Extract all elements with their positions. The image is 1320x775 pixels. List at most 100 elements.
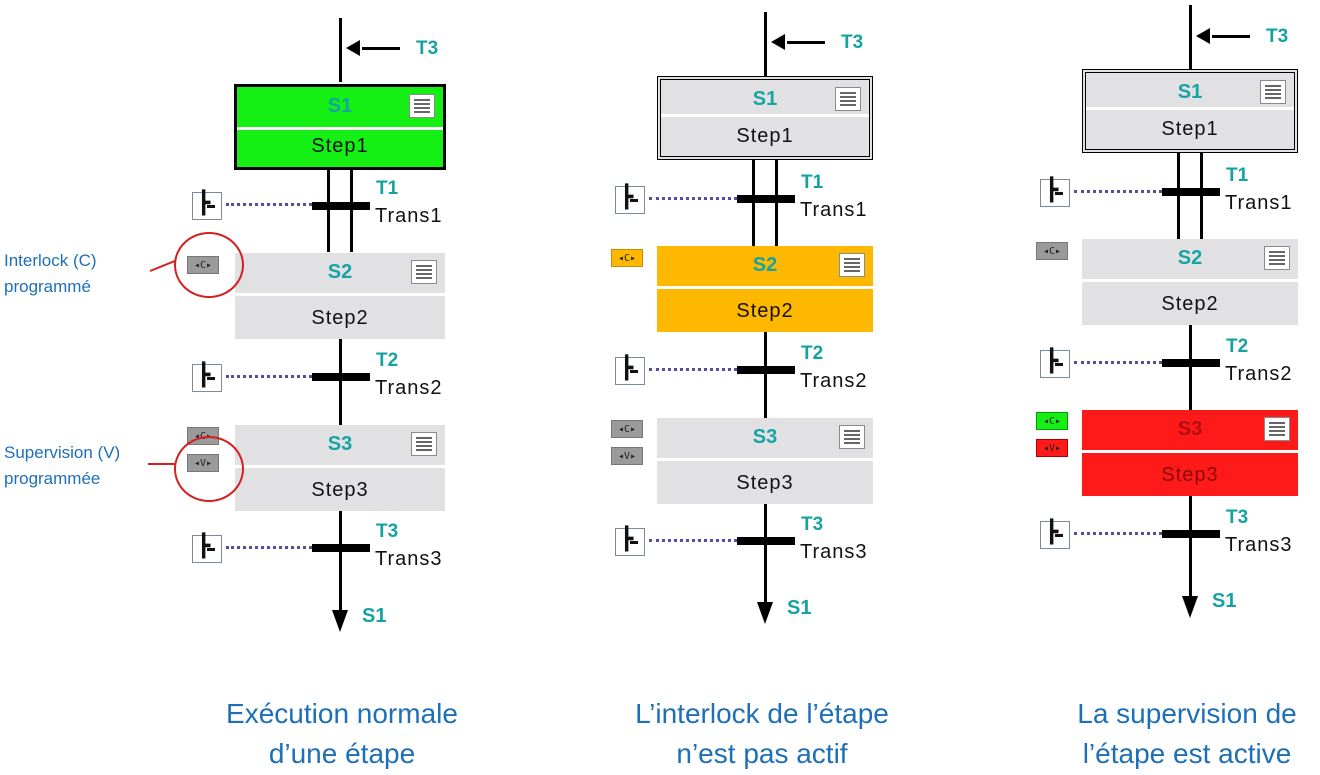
step-s2[interactable]: S2 Step2 <box>1082 239 1298 325</box>
caption-supervision: La supervision de l’étape est active <box>1056 694 1318 774</box>
jump-in-label: T3 <box>1266 26 1289 47</box>
annotation-pointer <box>148 463 176 465</box>
condition-contact-icon[interactable] <box>1040 178 1070 207</box>
step-action-table-icon[interactable] <box>835 87 861 111</box>
step-separator <box>1082 279 1298 282</box>
step-action-table-icon[interactable] <box>409 94 435 118</box>
transition-double-line <box>327 170 353 252</box>
step-s3[interactable]: S3 Step3 <box>235 425 445 511</box>
transition-link-dots <box>649 539 737 542</box>
jump-in-arrow <box>1212 35 1250 38</box>
transition-name: Trans2 <box>375 377 443 399</box>
condition-contact-icon[interactable] <box>192 363 222 392</box>
annotation-line: Interlock (C) <box>4 251 97 270</box>
supervision-badge-icon[interactable]: ◂V▸ <box>1036 439 1068 457</box>
transition-id: T2 <box>376 350 399 371</box>
interlock-badge-icon[interactable]: ◂C▸ <box>1036 412 1068 430</box>
step-id: S1 <box>327 94 353 117</box>
step-separator <box>235 293 445 296</box>
condition-contact-icon[interactable] <box>615 527 645 556</box>
transition-link-dots <box>1074 532 1162 535</box>
step-action-table-icon[interactable] <box>839 253 865 277</box>
caption-line: d’une étape <box>268 738 416 769</box>
transition-name: Trans2 <box>800 370 868 392</box>
transition-name: Trans2 <box>1225 363 1293 385</box>
step-s2[interactable]: S2 Step2 <box>657 246 873 332</box>
interlock-badge-icon[interactable]: ◂C▸ <box>1036 242 1068 260</box>
step-separator <box>661 114 869 117</box>
jump-in-arrow-head <box>1196 28 1210 44</box>
transition-id: T3 <box>1226 507 1249 528</box>
step-name: Step3 <box>736 471 794 494</box>
step-separator <box>657 458 873 461</box>
transition-t2-bar[interactable] <box>312 373 370 381</box>
jump-out-label: S1 <box>362 605 387 627</box>
caption-interlock: L’interlock de l’étape n’est pas actif <box>602 694 922 774</box>
step-id: S3 <box>327 432 353 455</box>
interlock-badge-icon[interactable]: ◂C▸ <box>611 420 643 438</box>
step-s1[interactable]: S1 Step1 <box>1082 69 1298 153</box>
supervision-badge-icon[interactable]: ◂V▸ <box>611 447 643 465</box>
condition-contact-icon[interactable] <box>192 191 222 220</box>
condition-contact-icon[interactable] <box>615 185 645 214</box>
step-name: Step3 <box>1161 463 1219 486</box>
transition-link-dots <box>1074 361 1162 364</box>
condition-contact-icon[interactable] <box>615 356 645 385</box>
condition-contact-icon[interactable] <box>1040 349 1070 378</box>
sequence-line <box>764 12 767 76</box>
caption-line: L’interlock de l’étape <box>635 698 889 729</box>
step-action-table-icon[interactable] <box>411 260 437 284</box>
caption-line: La supervision de <box>1077 698 1297 729</box>
step-action-table-icon[interactable] <box>839 425 865 449</box>
transition-id: T3 <box>376 521 399 542</box>
step-action-table-icon[interactable] <box>411 432 437 456</box>
step-separator <box>237 127 443 130</box>
transition-double-line <box>752 160 778 246</box>
jump-in-arrow-head <box>346 40 360 56</box>
transition-id: T2 <box>801 343 824 364</box>
step-name: Step3 <box>311 478 369 501</box>
step-action-table-icon[interactable] <box>1264 246 1290 270</box>
sequence-panel-supervision: T3 S1 Step1 T1 Trans1 S2 Step2 ◂C▸ T2 Tr… <box>1000 0 1320 660</box>
step-id: S3 <box>752 425 778 448</box>
sequence-panel-normal: T3 S1 Step1 T1 Trans1 S2 Step2 ◂C▸ T2 Tr… <box>150 0 480 660</box>
transition-t3-bar[interactable] <box>737 537 795 545</box>
step-s1[interactable]: S1 Step1 <box>234 84 446 170</box>
sequence-line <box>1189 496 1192 596</box>
transition-id: T2 <box>1226 336 1249 357</box>
step-action-table-icon[interactable] <box>1264 417 1290 441</box>
transition-id: T1 <box>376 178 399 199</box>
transition-t2-bar[interactable] <box>1162 359 1220 367</box>
transition-t3-bar[interactable] <box>1162 530 1220 538</box>
transition-t1-bar[interactable] <box>1162 188 1220 196</box>
caption-line: n’est pas actif <box>676 738 848 769</box>
transition-name: Trans1 <box>375 205 443 227</box>
step-id: S2 <box>1177 246 1203 269</box>
step-id: S1 <box>752 87 778 110</box>
transition-t1-bar[interactable] <box>312 202 370 210</box>
step-id: S2 <box>752 253 778 276</box>
annotation-line: programmé <box>4 277 91 296</box>
sequence-line <box>764 332 767 420</box>
condition-contact-icon[interactable] <box>1040 520 1070 549</box>
step-action-table-icon[interactable] <box>1260 80 1286 104</box>
transition-t1-bar[interactable] <box>737 195 795 203</box>
caption-line: l’étape est active <box>1082 738 1292 769</box>
transition-name: Trans3 <box>375 548 443 570</box>
step-s2[interactable]: S2 Step2 <box>235 253 445 339</box>
jump-out-label: S1 <box>787 597 812 619</box>
caption-normal: Exécution normale d’une étape <box>182 694 502 774</box>
interlock-badge-icon[interactable]: ◂C▸ <box>611 249 643 267</box>
sequence-line <box>1189 325 1192 413</box>
step-s1[interactable]: S1 Step1 <box>657 76 873 160</box>
step-s3[interactable]: S3 Step3 <box>657 418 873 504</box>
transition-t2-bar[interactable] <box>737 366 795 374</box>
annotation-line: Supervision (V) <box>4 443 121 462</box>
transition-t3-bar[interactable] <box>312 544 370 552</box>
step-name: Step1 <box>736 124 794 147</box>
condition-contact-icon[interactable] <box>192 534 222 563</box>
transition-name: Trans1 <box>1225 192 1293 214</box>
transition-id: T3 <box>801 514 824 535</box>
jump-in-label: T3 <box>416 38 439 59</box>
step-s3[interactable]: S3 Step3 <box>1082 410 1298 496</box>
